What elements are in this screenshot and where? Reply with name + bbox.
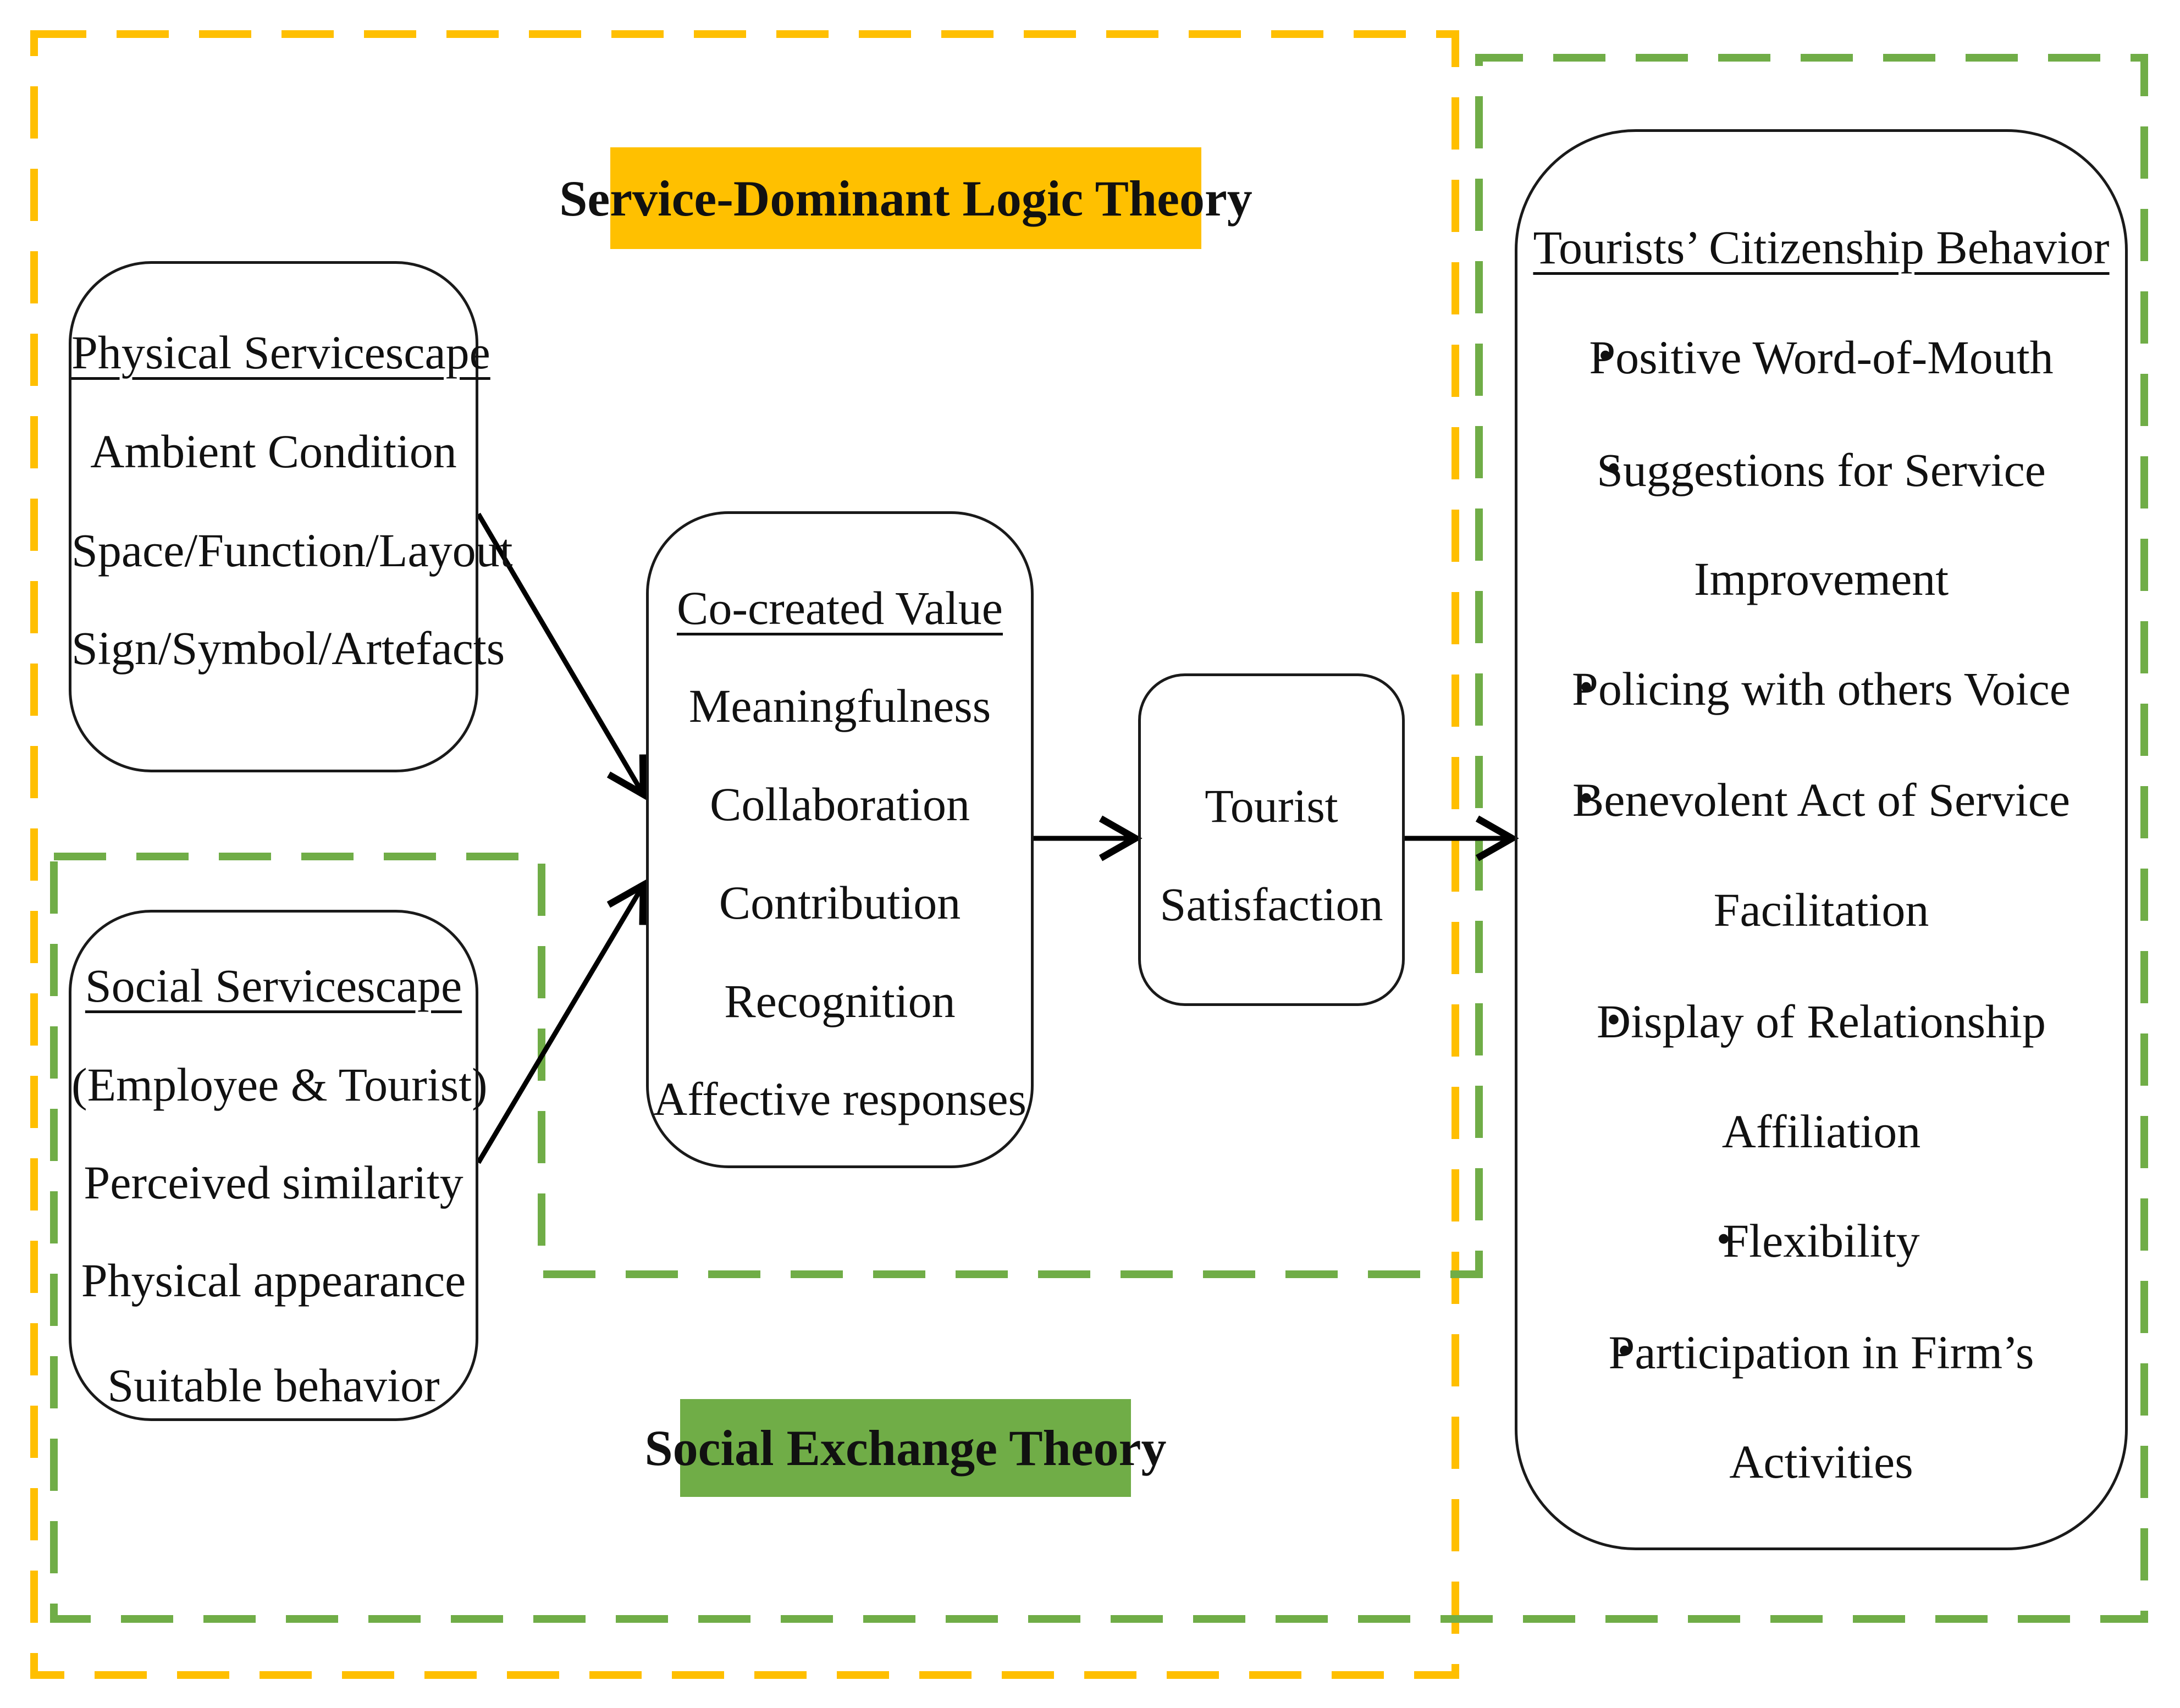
cocreated-item: Collaboration — [710, 778, 970, 831]
bullet-icon: • — [1579, 665, 1593, 710]
social-servicescape-title: Social Servicescape — [85, 959, 462, 1012]
bullet-icon: • — [1717, 1217, 1731, 1262]
citizenship-item: Suggestions for Service — [1597, 444, 2046, 496]
citizenship-item: Policing with others Voice — [1572, 662, 2071, 715]
social-item: Perceived similarity — [84, 1156, 463, 1209]
physical-item: Sign/Symbol/Artefacts — [71, 622, 505, 675]
citizenship-item: Improvement — [1693, 552, 1949, 605]
citizenship-item: Participation in Firm’s — [1608, 1326, 2034, 1379]
social-item: (Employee & Tourist) — [71, 1058, 488, 1111]
citizenship-item: Activities — [1729, 1435, 1913, 1488]
bullet-icon: • — [1618, 1328, 1632, 1373]
cocreated-item: Contribution — [719, 876, 961, 929]
set-theory-label: Social Exchange Theory — [644, 1399, 1167, 1497]
citizenship-item: Facilitation — [1713, 883, 1929, 936]
bullet-icon: • — [1598, 333, 1613, 378]
satisfaction-line: Satisfaction — [1160, 878, 1383, 931]
citizenship-behavior-box: Tourists’ Citizenship Behavior • Positiv… — [1515, 129, 2128, 1550]
cocreated-item: Recognition — [724, 975, 956, 1027]
arrow-social-to-cocreated — [476, 879, 647, 1164]
cocreated-item: Affective responses — [653, 1073, 1026, 1125]
cocreated-item: Meaningfulness — [688, 679, 991, 732]
social-item: Physical appearance — [81, 1254, 466, 1307]
citizenship-item: Positive Word-of-Mouth — [1589, 331, 2054, 384]
arrow-physical-to-cocreated — [476, 512, 647, 800]
bullet-icon: • — [1579, 776, 1593, 821]
social-servicescape-box: Social Servicescape (Employee & Tourist)… — [69, 910, 488, 1421]
cocreated-value-box: Co-created Value Meaningfulness Collabor… — [646, 511, 1034, 1168]
cocreated-value-title: Co-created Value — [677, 582, 1003, 634]
sdl-theory-frame — [30, 30, 1459, 1679]
bullet-icon: • — [1607, 446, 1621, 491]
citizenship-item: Benevolent Act of Service — [1572, 773, 2071, 826]
satisfaction-line: Tourist — [1205, 780, 1338, 832]
physical-servicescape-title: Physical Servicescape — [71, 326, 490, 379]
set-theory-frame — [50, 54, 2148, 1623]
bullet-icon: • — [1607, 997, 1621, 1042]
physical-item: Ambient Condition — [90, 425, 457, 478]
citizenship-item: Affiliation — [1721, 1105, 1921, 1158]
social-item: Suitable behavior — [107, 1359, 440, 1412]
citizenship-item: Display of Relationship — [1597, 995, 2046, 1048]
sdl-theory-label: Service-Dominant Logic Theory — [559, 147, 1252, 249]
citizenship-title: Tourists’ Citizenship Behavior — [1533, 221, 2110, 274]
citizenship-item: Flexibility — [1723, 1214, 1920, 1267]
tourist-satisfaction-box: Tourist Satisfaction — [1138, 673, 1405, 1006]
physical-servicescape-box: Physical Servicescape Ambient Condition … — [69, 261, 513, 772]
physical-item: Space/Function/Layout — [71, 524, 513, 577]
